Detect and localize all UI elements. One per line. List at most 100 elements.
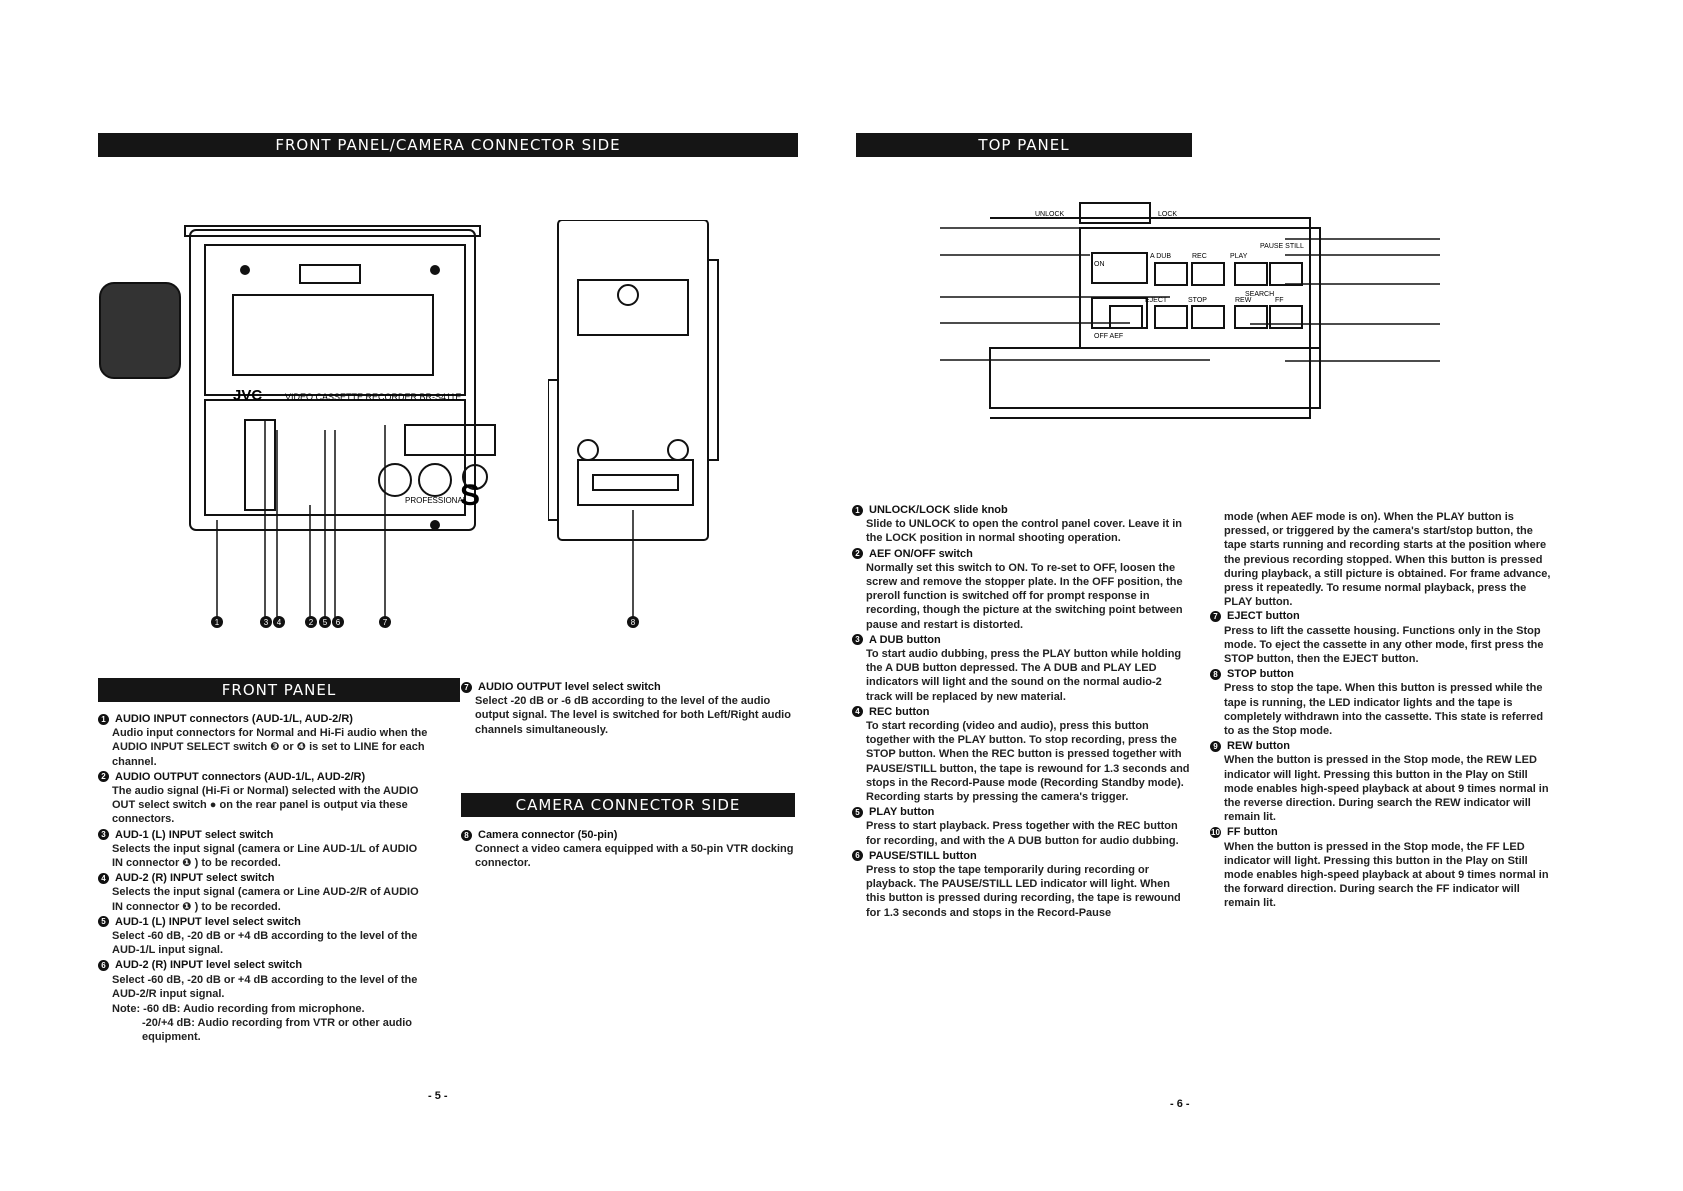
brand-label: JVC xyxy=(233,387,262,404)
item-title: AUDIO OUTPUT connectors (AUD-1/L, AUD-2/… xyxy=(115,770,366,783)
front-item-2: 2 AUDIO OUTPUT connectors (AUD-1/L, AUD-2… xyxy=(98,770,428,827)
item-title: PLAY button xyxy=(869,806,935,819)
item-number: 3 xyxy=(98,829,109,841)
item-title: AEF ON/OFF switch xyxy=(869,547,973,560)
lbl-ff: FF xyxy=(1275,297,1284,304)
item-number: 10 xyxy=(1210,827,1221,839)
lbl-stop: STOP xyxy=(1188,297,1207,304)
audio-output-column: 7 AUDIO OUTPUT level select switch Select… xyxy=(461,680,795,738)
item-body: Normally set this switch to ON. To re-se… xyxy=(866,561,1183,631)
item-number: 2 xyxy=(852,548,863,560)
note-line-2: -20/+4 dB: Audio recording from VTR or o… xyxy=(142,1017,413,1044)
front-note: Note: -60 dB: Audio recording from micro… xyxy=(98,1002,428,1045)
callout-5: 5 xyxy=(319,616,331,628)
item-title: AUD-1 (L) INPUT level select switch xyxy=(115,915,301,928)
item-title: STOP button xyxy=(1227,668,1294,681)
item-title: AUD-1 (L) INPUT select switch xyxy=(115,828,274,841)
banner-front-panel: FRONT PANEL xyxy=(98,678,460,702)
callout-6: 6 xyxy=(332,616,344,628)
top-panel-column-2: mode (when AEF mode is on). When the PLA… xyxy=(1210,510,1555,912)
lbl-rew: REW xyxy=(1235,297,1252,304)
callout-2: 2 xyxy=(305,616,317,628)
top-item-5: 5 PLAY button Press to start playback. Pr… xyxy=(852,805,1190,848)
item-body: Press to lift the cassette housing. Func… xyxy=(1224,624,1544,666)
item-body: Audio input connectors for Normal and Hi… xyxy=(112,727,428,768)
front-panel-illustration: JVC VIDEO CASSETTE RECORDER BR-S411E PRO… xyxy=(99,225,496,620)
item-title: UNLOCK/LOCK slide knob xyxy=(869,504,1008,516)
callout-8: 8 xyxy=(627,616,639,628)
item-body: Select -20 dB or -6 dB according to the … xyxy=(475,695,791,736)
professional-label: PROFESSIONAL xyxy=(405,496,468,505)
item-number: 4 xyxy=(98,872,109,884)
lbl-rec: REC xyxy=(1192,253,1207,260)
item-title: REW button xyxy=(1227,740,1290,753)
lbl-pause: PAUSE STILL xyxy=(1260,243,1304,250)
lbl-lock: LOCK xyxy=(1158,211,1177,218)
item-number: 8 xyxy=(1210,668,1221,680)
item-number: 6 xyxy=(852,850,863,862)
lbl-off-aef: OFF AEF xyxy=(1094,333,1123,340)
audio-output-item: 7 AUDIO OUTPUT level select switch Select… xyxy=(461,680,795,737)
lbl-adub: A DUB xyxy=(1150,253,1171,260)
item-title: A DUB button xyxy=(869,633,941,646)
item-body: Select -60 dB, -20 dB or +4 dB according… xyxy=(112,930,418,957)
item-body: Select -60 dB, -20 dB or +4 dB according… xyxy=(112,973,418,1000)
lbl-on: ON xyxy=(1094,261,1105,268)
top-item-7: 7 EJECT button Press to lift the cassette… xyxy=(1210,609,1555,666)
item-number: 2 xyxy=(98,771,109,783)
top-panel-illustration: UNLOCK LOCK A DUB REC PLAY PAUSE STILL S… xyxy=(940,202,1440,419)
callout-7: 7 xyxy=(379,616,391,628)
item-number: 7 xyxy=(461,681,472,693)
front-item-1: 1 AUDIO INPUT connectors (AUD-1/L, AUD-2/… xyxy=(98,712,428,769)
item-number: 4 xyxy=(852,706,863,718)
callout-3: 3 xyxy=(260,616,272,628)
item-title: AUDIO INPUT connectors (AUD-1/L, AUD-2/R… xyxy=(115,713,353,725)
item-body: Slide to UNLOCK to open the control pane… xyxy=(866,518,1182,545)
banner-top-panel: TOP PANEL xyxy=(856,133,1192,157)
item-number: 1 xyxy=(98,713,109,725)
item-body: The audio signal (Hi-Fi or Normal) selec… xyxy=(112,785,419,826)
item-title: FF button xyxy=(1227,826,1278,839)
item-number: 5 xyxy=(852,806,863,818)
lbl-play: PLAY xyxy=(1230,253,1248,260)
item-body: Press to start playback. Press together … xyxy=(866,820,1179,847)
lbl-eject: EJECT xyxy=(1145,297,1168,304)
top-item-2: 2 AEF ON/OFF switch Normally set this swi… xyxy=(852,547,1190,632)
item-title: Camera connector (50-pin) xyxy=(478,829,618,841)
top-item-8: 8 STOP button Press to stop the tape. Whe… xyxy=(1210,667,1555,738)
callout-4: 4 xyxy=(273,616,285,628)
item-number: 3 xyxy=(852,634,863,646)
item-number: 9 xyxy=(1210,740,1221,752)
front-panel-column: 1 AUDIO INPUT connectors (AUD-1/L, AUD-2/… xyxy=(98,712,428,1045)
top-item-4: 4 REC button To start recording (video an… xyxy=(852,705,1190,804)
item-body: When the button is pressed in the Stop m… xyxy=(1224,840,1549,910)
item-title: REC button xyxy=(869,705,930,718)
pause-still-continued: mode (when AEF mode is on). When the PLA… xyxy=(1224,511,1551,609)
item-number: 5 xyxy=(98,916,109,928)
front-item-5: 5 AUD-1 (L) INPUT level select switch Sel… xyxy=(98,915,428,958)
item-title: EJECT button xyxy=(1227,610,1300,623)
top-item-9: 9 REW button When the button is pressed i… xyxy=(1210,739,1555,824)
lbl-search: SEARCH xyxy=(1245,291,1274,298)
lbl-unlock: UNLOCK xyxy=(1035,211,1065,218)
item-body: Press to stop the tape. When this button… xyxy=(1224,682,1544,738)
item-title: AUD-2 (R) INPUT select switch xyxy=(115,872,275,885)
pro-logo: S xyxy=(460,479,480,512)
banner-front-camera: FRONT PANEL/CAMERA CONNECTOR SIDE xyxy=(98,133,798,157)
item-body: Selects the input signal (camera or Line… xyxy=(112,842,418,870)
callout-1: 1 xyxy=(211,616,223,628)
item-body: To start recording (video and audio), pr… xyxy=(866,720,1190,804)
item-body: Connect a video camera equipped with a 5… xyxy=(475,843,794,870)
item-title: AUDIO OUTPUT level select switch xyxy=(478,681,661,693)
item-body: Selects the input signal (camera or Line… xyxy=(112,886,419,913)
banner-camera-side: CAMERA CONNECTOR SIDE xyxy=(461,793,795,817)
model-label: VIDEO CASSETTE RECORDER BR-S411E xyxy=(285,392,461,402)
item-number: 7 xyxy=(1210,611,1221,623)
item-body: When the button is pressed in the Stop m… xyxy=(1224,754,1549,824)
